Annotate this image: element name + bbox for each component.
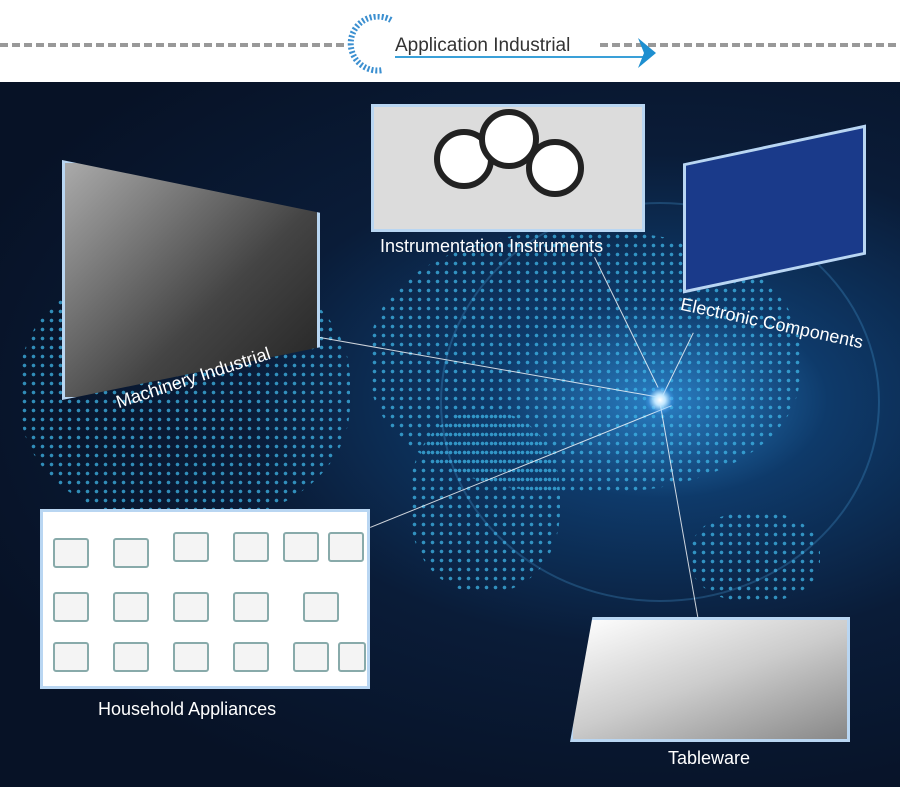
title-underline (395, 56, 645, 58)
center-glow (645, 385, 675, 415)
header: Application Industrial (0, 0, 900, 82)
divider-left (0, 43, 345, 47)
electronics-image (683, 124, 866, 294)
label-tableware: Tableware (668, 748, 751, 768)
appliances-image (40, 509, 370, 689)
label-instrumentation: Instrumentation Instruments (380, 236, 604, 256)
ring (440, 202, 880, 602)
tableware-image (570, 617, 850, 742)
chevron-right-icon (638, 38, 656, 68)
divider-right (600, 43, 900, 47)
instruments-image (371, 104, 645, 232)
section-title: Application Industrial (395, 35, 571, 56)
logo-arc-icon (347, 14, 393, 74)
world-map-background: Instrumentation Instruments Electronic C… (0, 82, 900, 787)
label-household: Household Appliances (98, 699, 277, 719)
